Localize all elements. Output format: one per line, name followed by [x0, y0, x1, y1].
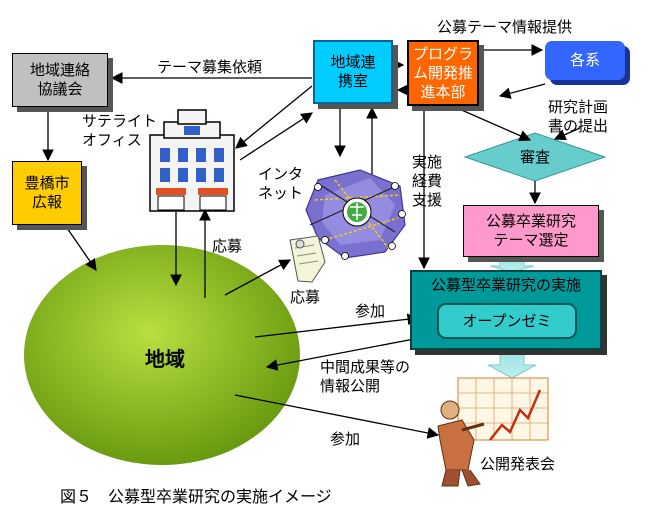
- flow-arrow-selection-to-implementation: [489, 257, 535, 273]
- theme-info-label: 公募テーマ情報提供: [437, 18, 573, 36]
- program-dev-office-box: プログラ ム開発推 進本部: [407, 40, 479, 106]
- figure-caption: 図５ 公募型卒業研究の実施イメージ: [60, 487, 332, 506]
- open-seminar-box: オープンゼミ: [437, 303, 577, 339]
- review-label: 審査: [519, 147, 550, 166]
- departments-box: 各系: [545, 41, 625, 80]
- presentation-label: 公開発表会: [480, 455, 556, 473]
- plan-submission-label: 研究計画 書の提出: [548, 98, 609, 135]
- region-ellipse: [24, 245, 300, 465]
- building-icon: [149, 109, 235, 212]
- satellite-office-label: サテライト オフィス: [82, 112, 158, 149]
- implementation-title: 公募型卒業研究の実施: [430, 276, 581, 294]
- region-label: 地域: [145, 346, 185, 371]
- flow-arrow-implementation-to-presentation: [487, 351, 537, 379]
- participate-label-2: 参加: [330, 430, 361, 448]
- presenter-chart-icon: [437, 377, 549, 487]
- funding-label: 実施 経費 支援: [412, 153, 443, 209]
- theme-selection-box: 公募卒業研究 テーマ選定: [463, 205, 599, 257]
- internet-label: インタ ネット: [258, 165, 304, 202]
- participate-label-1: 参加: [355, 302, 386, 320]
- council-box: 地域連絡 協議会: [12, 53, 108, 107]
- apply-label-2: 応募: [290, 288, 321, 306]
- theme-request-label: テーマ募集依頼: [157, 58, 263, 76]
- liaison-office-box: 地域連 携室: [313, 40, 393, 104]
- globe-network-icon: [305, 169, 406, 260]
- document-icon: [289, 235, 326, 283]
- review-diamond: [463, 132, 607, 182]
- apply-label-1: 応募: [212, 237, 243, 255]
- interim-results-label: 中間成果等の 情報公開: [320, 358, 411, 395]
- toyohashi-pr-box: 豊橋市 広報: [12, 161, 82, 225]
